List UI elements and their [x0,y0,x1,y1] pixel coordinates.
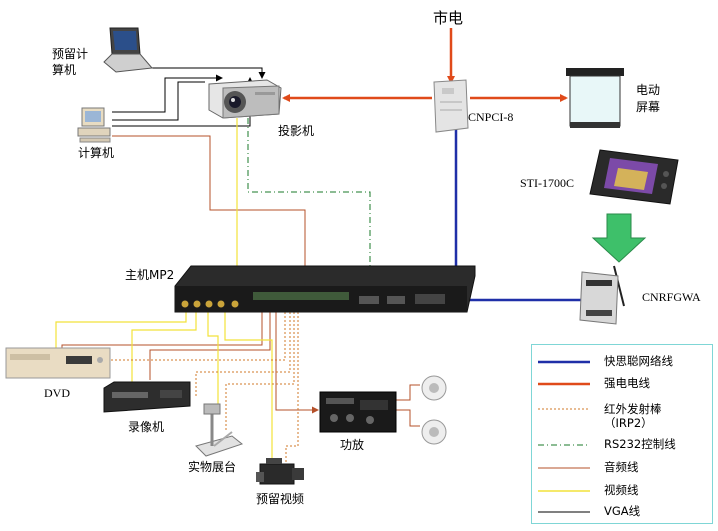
laptop-icon [103,27,153,73]
projector-icon [208,79,282,119]
visualizer-label: 实物展台 [188,460,237,474]
reserved-pc-label: 预留计 算机 [52,47,89,77]
legend-label: 快思聪网络线 [604,354,673,368]
legend-label: 强电电线 [604,376,650,390]
legend-swatch [538,467,590,469]
dvd-label: DVD [44,386,70,400]
legend-label: 红外发射棒 （IRP2） [604,402,662,430]
cnrfgwa-label: CNRFGWA [642,290,701,304]
desktop-computer-icon [77,107,111,143]
touch-panel-icon [589,149,679,205]
control-processor-icon [174,265,476,313]
legend-swatch [538,408,590,410]
network-wire [454,125,596,302]
legend-swatch [538,511,590,513]
down-arrow-icon [591,213,647,263]
legend: 快思聪网络线 强电电线 红外发射棒 （IRP2） RS232控制线 音频线 视频… [531,344,713,524]
legend-swatch [538,360,590,364]
legend-label: RS232控制线 [604,437,676,451]
amplifier-label: 功放 [340,438,365,452]
cnpci8-label: CNPCI-8 [468,110,514,124]
computer-label: 计算机 [78,146,115,160]
ir-wires [110,312,299,462]
legend-label: VGA线 [604,504,641,518]
speaker-icon [421,419,447,445]
power-wires [282,28,568,102]
legend-label: 视频线 [604,483,639,497]
wireless-gateway-icon [579,265,625,325]
projector-label: 投影机 [278,124,315,138]
rs232-wire [247,118,371,296]
power-controller-icon [433,79,469,133]
host-label: 主机MP2 [125,268,175,282]
projection-screen-icon [566,68,624,128]
amplifier-icon [319,391,397,433]
sti-label: STI-1700C [520,176,574,190]
legend-label: 音频线 [604,460,639,474]
reserved-video-label: 预留视频 [256,492,305,506]
vcr-icon [103,381,191,413]
legend-swatch [538,490,590,492]
vcr-label: 录像机 [128,420,165,434]
dvd-player-icon [5,347,111,379]
speaker-icon [421,375,447,401]
audio-wires [61,135,420,427]
legend-swatch [538,444,590,446]
screen-label: 电动 屏幕 [636,83,661,114]
legend-swatch [538,382,590,386]
document-camera-icon [195,403,244,457]
video-camera-icon [256,458,304,485]
mains-label: 市电 [433,9,464,27]
